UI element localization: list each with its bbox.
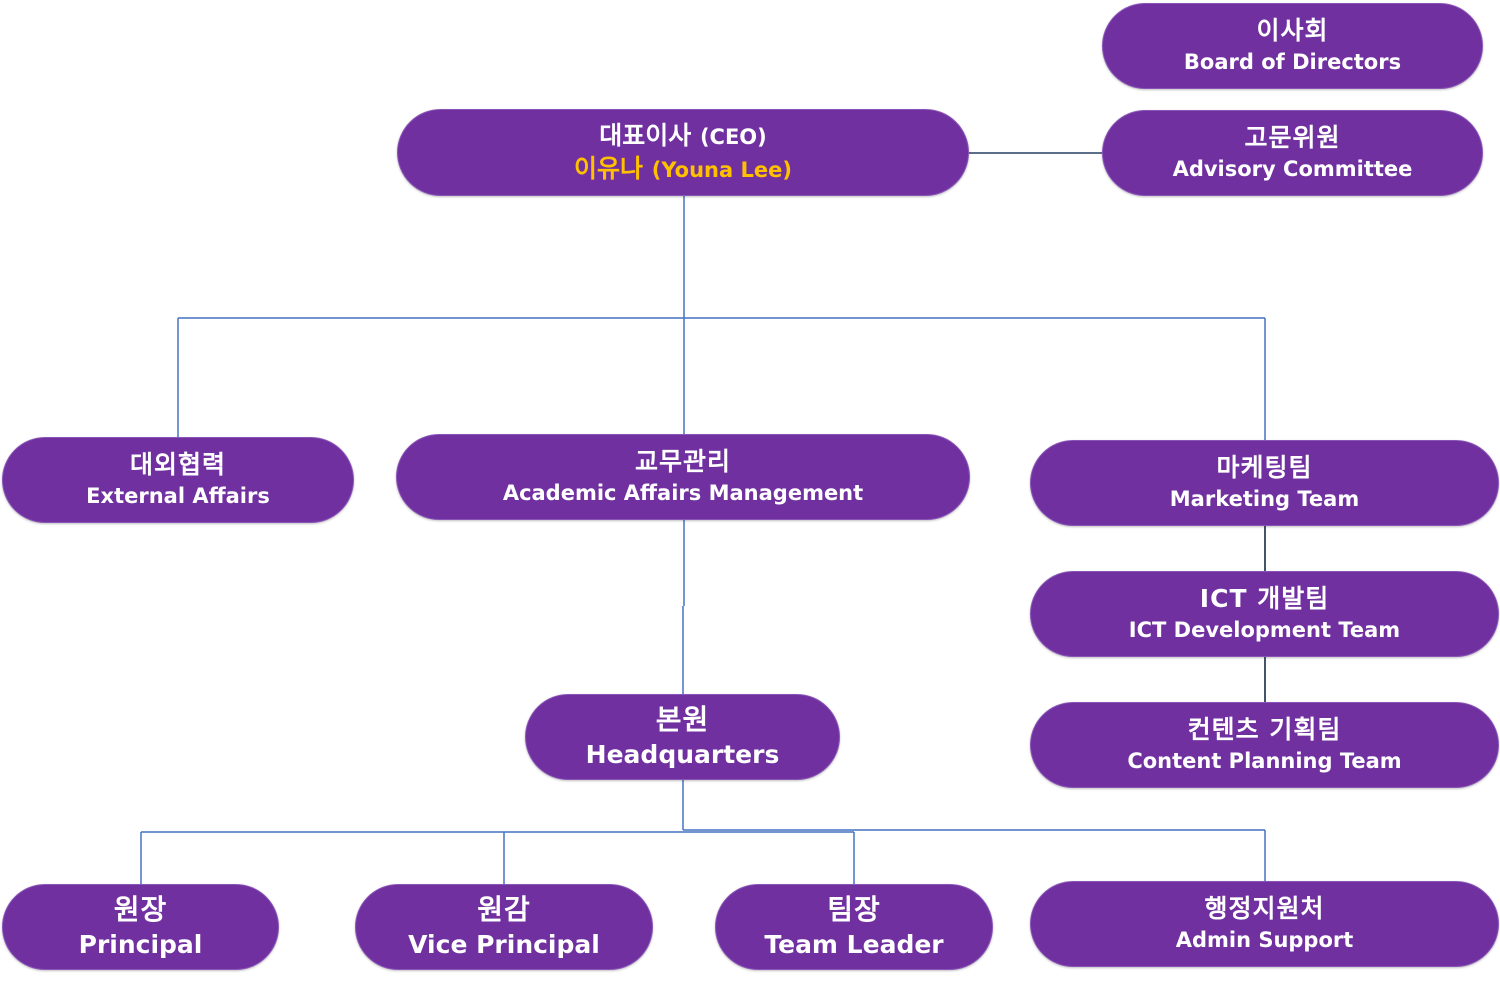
node-marketing-team[interactable]: 마케팅팀 Marketing Team (1030, 440, 1499, 526)
ceo-name-ko: 이유나 (574, 153, 644, 183)
node-team-leader[interactable]: 팀장 Team Leader (715, 884, 993, 970)
node-label-ko: 고문위원 (1244, 123, 1341, 152)
node-label-ko: 이사회 (1256, 16, 1329, 45)
node-label-en: External Affairs (86, 484, 270, 508)
node-principal[interactable]: 원장 Principal (2, 884, 279, 970)
node-label-ko: 본원 (655, 703, 710, 736)
node-label-en: Vice Principal (408, 930, 600, 959)
node-ict-development-team[interactable]: ICT 개발팀 ICT Development Team (1030, 571, 1499, 657)
ceo-name: 이유나 (Youna Lee) (574, 153, 792, 186)
node-board-of-directors[interactable]: 이사회 Board of Directors (1102, 3, 1483, 89)
ceo-title: 대표이사 (CEO) (599, 120, 767, 153)
node-label-en: Content Planning Team (1127, 749, 1402, 773)
node-advisory-committee[interactable]: 고문위원 Advisory Committee (1102, 110, 1483, 196)
node-label-ko: 대외협력 (129, 450, 226, 479)
node-admin-support[interactable]: 행정지원처 Admin Support (1030, 881, 1499, 967)
node-label-ko: 컨텐츠 기획팀 (1187, 715, 1342, 744)
node-label-en: Headquarters (585, 740, 780, 769)
node-label-en: Academic Affairs Management (502, 481, 864, 505)
ceo-title-en: (CEO) (699, 124, 767, 149)
node-label-ko: 팀장 (827, 893, 881, 926)
node-label-en: Principal (78, 930, 203, 959)
node-label-ko: 원감 (477, 893, 531, 926)
node-headquarters[interactable]: 본원 Headquarters (525, 694, 840, 780)
node-label-ko: ICT 개발팀 (1199, 584, 1330, 613)
node-vice-principal[interactable]: 원감 Vice Principal (355, 884, 653, 970)
node-external-affairs[interactable]: 대외협력 External Affairs (2, 437, 354, 523)
ceo-title-ko: 대표이사 (599, 120, 692, 150)
node-label-en: Team Leader (764, 930, 944, 959)
node-label-ko: 마케팅팀 (1216, 453, 1313, 482)
node-label-ko: 원장 (113, 893, 168, 926)
node-content-planning-team[interactable]: 컨텐츠 기획팀 Content Planning Team (1030, 702, 1499, 788)
node-academic-affairs[interactable]: 교무관리 Academic Affairs Management (396, 434, 970, 520)
node-ceo[interactable]: 대표이사 (CEO) 이유나 (Youna Lee) (397, 109, 969, 196)
node-label-ko: 교무관리 (634, 447, 731, 476)
node-label-en: ICT Development Team (1128, 618, 1401, 642)
node-label-en: Marketing Team (1169, 487, 1360, 511)
node-label-ko: 행정지원처 (1204, 894, 1325, 923)
node-label-en: Advisory Committee (1172, 157, 1413, 181)
node-label-en: Board of Directors (1183, 50, 1402, 74)
node-label-en: Admin Support (1175, 928, 1354, 952)
ceo-name-en: (Youna Lee) (651, 157, 792, 182)
